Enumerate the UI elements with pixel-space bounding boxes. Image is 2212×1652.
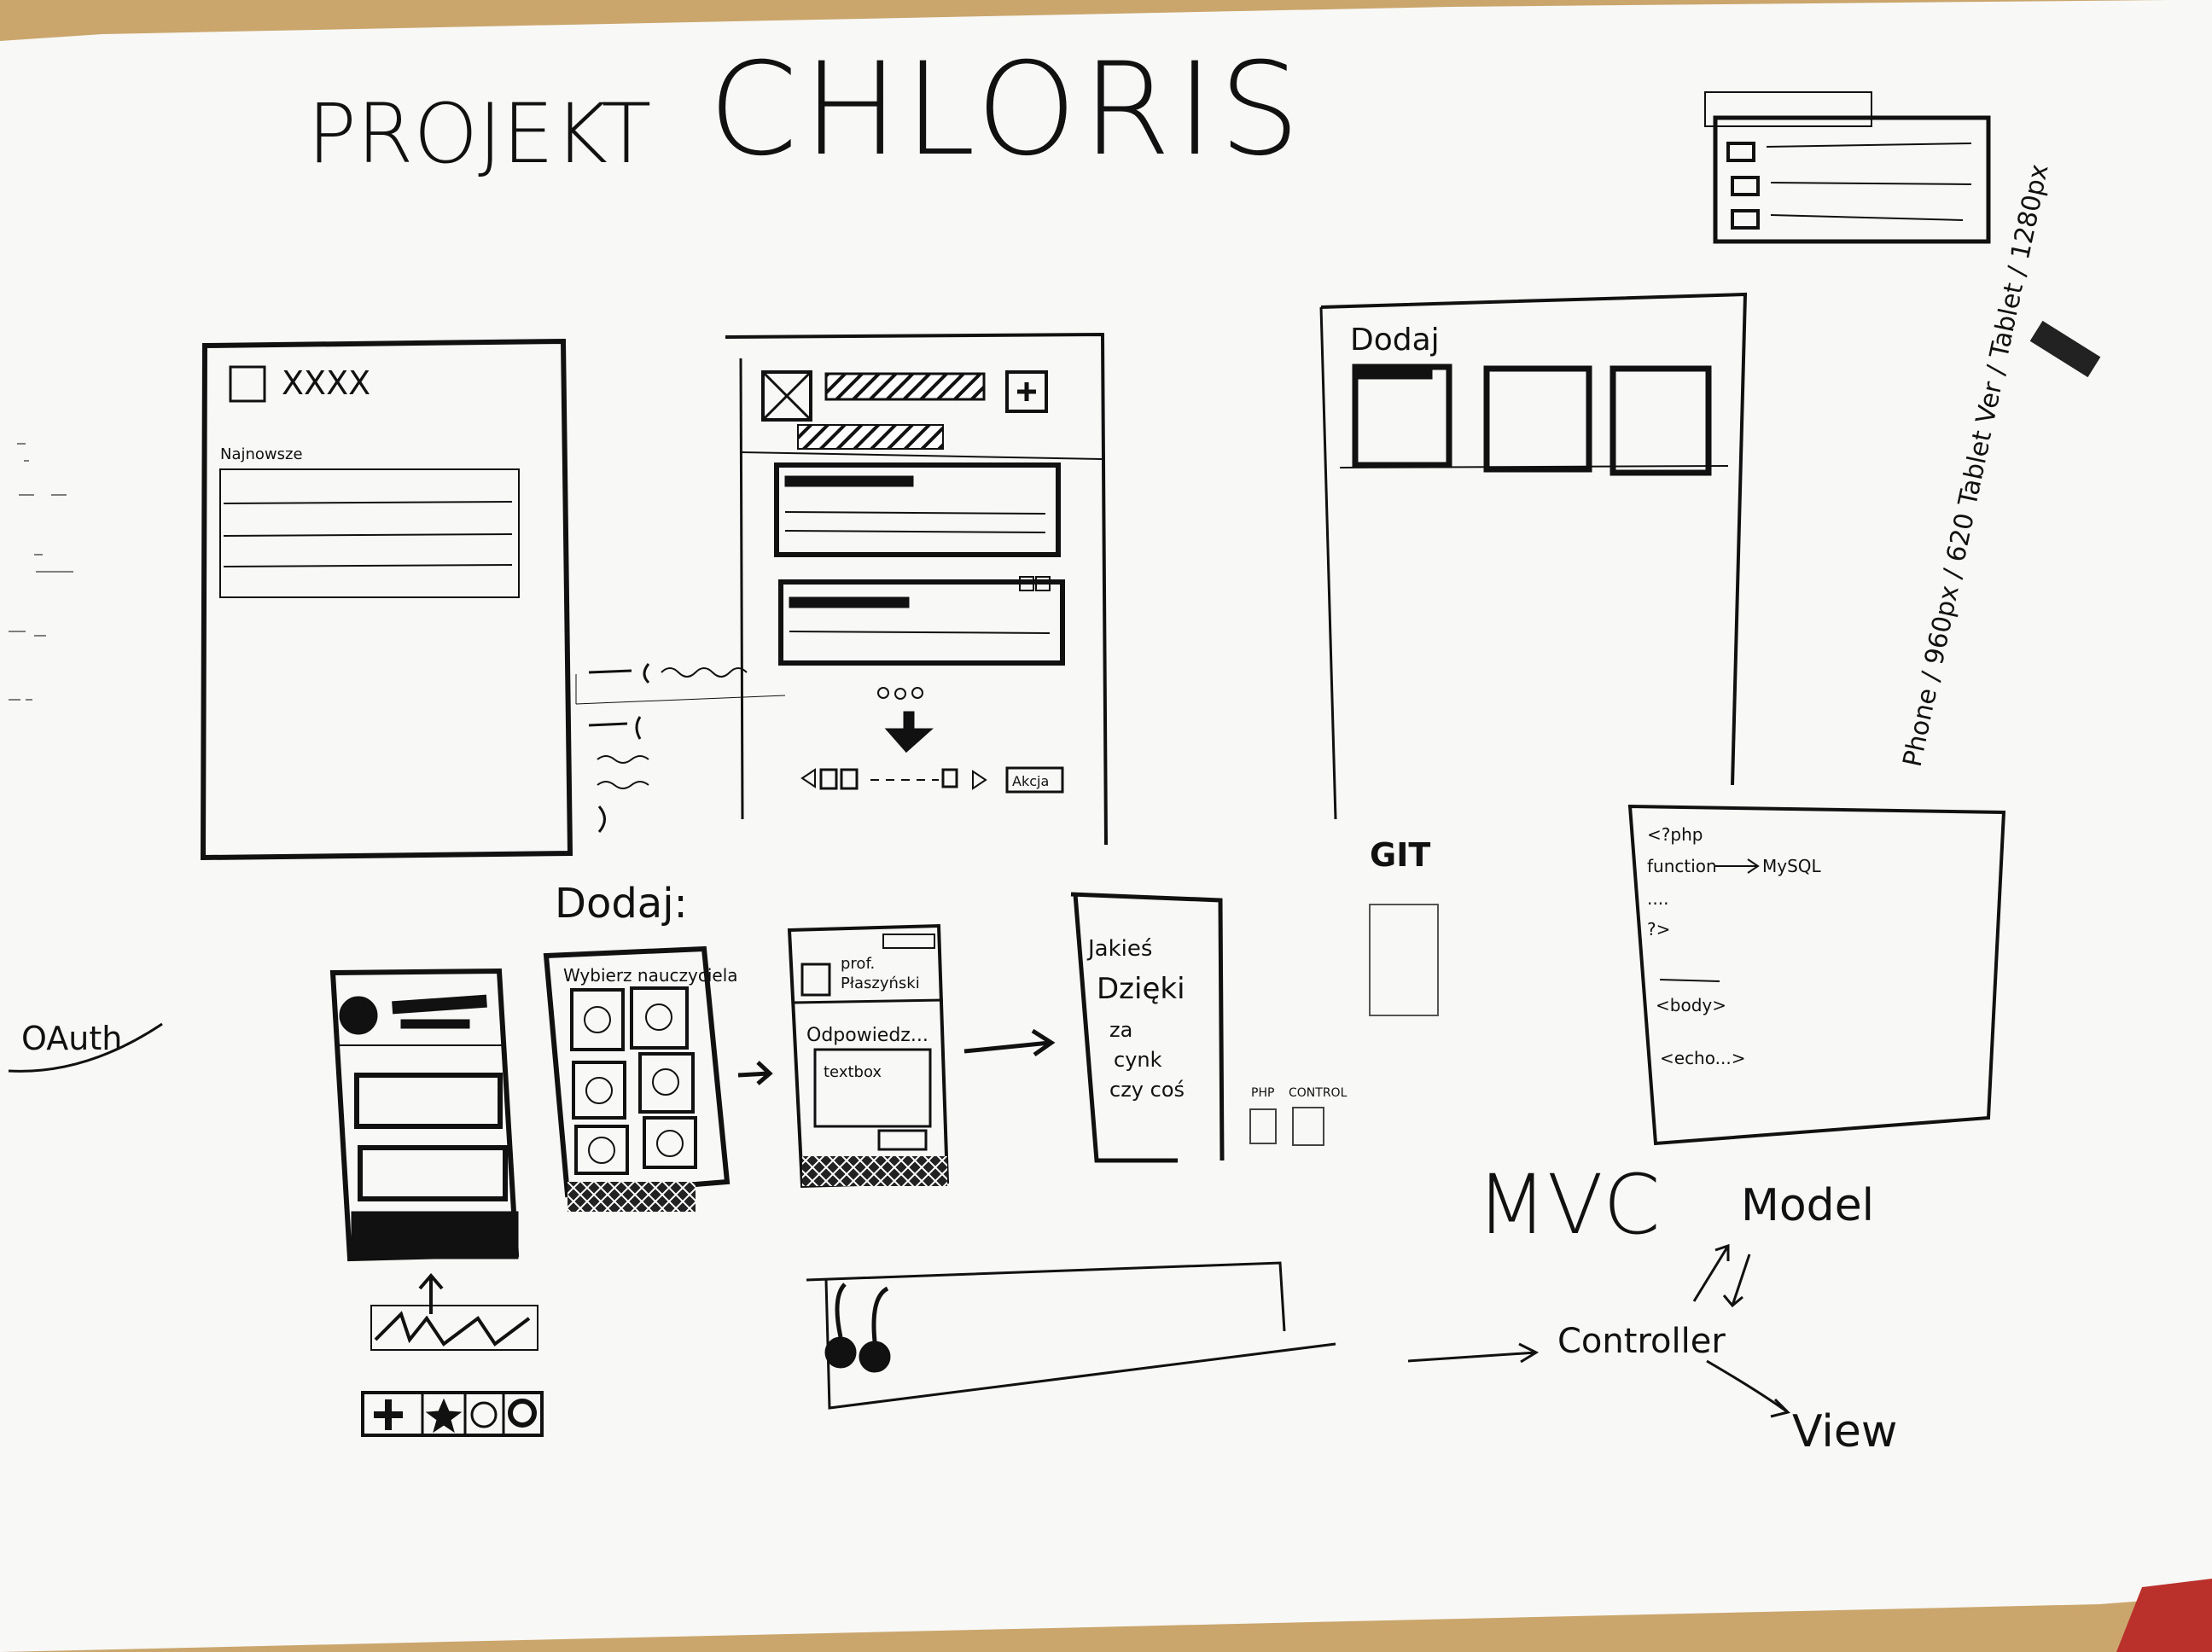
marker-cap xyxy=(2029,320,2101,378)
checklist-sketch xyxy=(1704,91,1991,244)
php-control-files: PHP CONTROL xyxy=(1249,1086,1348,1146)
mvc-view: View xyxy=(1792,1406,1897,1457)
checkbox-icon xyxy=(1731,209,1760,230)
title-word-chloris: CHLORIS xyxy=(708,36,1306,184)
svg-text:prof.: prof. xyxy=(841,955,875,973)
arrow-up-icon xyxy=(418,1272,444,1314)
svg-text:Wybierz nauczyciela: Wybierz nauczyciela xyxy=(563,965,738,986)
teacher-avatar xyxy=(630,986,689,1050)
svg-text:....: .... xyxy=(1647,888,1668,909)
wireframe1-list xyxy=(219,468,520,598)
teacher-avatar xyxy=(572,1061,626,1120)
page-title: PROJEKT CHLORIS xyxy=(307,36,1306,184)
add-button-sketch xyxy=(1005,370,1048,413)
cherry-icon xyxy=(859,1341,891,1373)
gear-icon xyxy=(508,1399,537,1428)
mobile-screen-select-teacher: Wybierz nauczyciela xyxy=(543,945,773,1212)
avatar xyxy=(339,996,378,1035)
avatar xyxy=(800,963,831,997)
svg-text:CONTROL: CONTROL xyxy=(1289,1086,1348,1100)
svg-text:function: function xyxy=(1647,856,1717,876)
svg-text:cynk: cynk xyxy=(1114,1048,1162,1072)
svg-text:Dzięki: Dzięki xyxy=(1097,972,1185,1006)
star-icon xyxy=(425,1398,463,1434)
svg-text:Dodaj: Dodaj xyxy=(1350,323,1440,358)
plus-icon xyxy=(374,1399,403,1430)
svg-text:?>: ?> xyxy=(1647,919,1670,939)
svg-text:za: za xyxy=(1109,1018,1132,1042)
svg-text:Jakieś: Jakieś xyxy=(1086,936,1152,962)
margin-scribbles xyxy=(9,443,73,701)
landscape-wireframe xyxy=(806,1261,1336,1410)
mobile-screen-question: prof. Płaszyński Odpowiedz... textbox xyxy=(787,923,1056,1189)
mobile-screen-thanks: Jakieś Dzięki za cynk czy coś xyxy=(1070,892,1225,1163)
cherry-icon xyxy=(824,1336,857,1369)
textbox-sketch xyxy=(813,1048,932,1128)
bottom-toolbar-sketch xyxy=(361,1391,544,1437)
wireframe1-section-label: Najnowsze xyxy=(220,445,303,463)
svg-text:<body>: <body> xyxy=(1656,995,1726,1015)
oauth-note: OAuth xyxy=(8,1020,163,1073)
wireframe-feed-screen: Akcja xyxy=(725,332,1108,846)
teacher-avatar xyxy=(638,1052,695,1114)
svg-text:PHP: PHP xyxy=(1251,1086,1274,1100)
svg-text:Odpowiedz...: Odpowiedz... xyxy=(806,1025,928,1046)
title-word-projekt: PROJEKT xyxy=(307,86,651,182)
mvc-heading: MVC xyxy=(1476,1157,1661,1253)
mvc-model: Model xyxy=(1741,1180,1874,1231)
wireframe1-header: XXXX xyxy=(282,364,370,402)
clock-icon xyxy=(470,1401,498,1428)
svg-text:OAuth: OAuth xyxy=(21,1020,122,1057)
checkbox-icon xyxy=(1726,142,1755,162)
grid-tile xyxy=(1483,365,1592,473)
svg-text:Płaszyński: Płaszyński xyxy=(841,974,920,992)
checkbox-icon xyxy=(1731,176,1760,196)
teacher-avatar xyxy=(574,1125,629,1175)
feed-card xyxy=(778,579,1065,666)
wireframe-grid-screen: Dodaj xyxy=(1319,292,1748,820)
svg-text:GIT: GIT xyxy=(1370,836,1430,874)
arrow-down-icon xyxy=(884,711,934,753)
svg-text:MySQL: MySQL xyxy=(1762,856,1822,876)
image-placeholder-icon xyxy=(761,370,812,422)
mvc-diagram: MVC Model Controller View xyxy=(1407,1157,1897,1457)
red-stripe xyxy=(2116,1579,2212,1652)
mobile-screen-home xyxy=(329,968,538,1351)
action-button-sketch xyxy=(1005,766,1064,794)
pagination: Akcja xyxy=(800,766,1064,794)
php-code-sketch: <?php function MySQL .... ?> <body> <ech… xyxy=(1627,804,2006,1146)
svg-text:<echo...>: <echo...> xyxy=(1660,1048,1745,1068)
wireframe-list-screen: XXXX Najnowsze xyxy=(200,338,573,861)
feed-card xyxy=(774,462,1061,557)
json-note-sketch xyxy=(575,663,786,833)
teacher-avatar xyxy=(643,1116,697,1169)
svg-text:<?php: <?php xyxy=(1647,824,1703,845)
checkbox-icon xyxy=(229,365,266,403)
svg-text:textbox: textbox xyxy=(824,1063,882,1081)
teacher-avatar xyxy=(570,988,625,1051)
svg-text:czy coś: czy coś xyxy=(1109,1078,1185,1102)
grid-tile xyxy=(1610,365,1712,476)
dodaj-heading: Dodaj: xyxy=(555,880,688,928)
git-note: GIT xyxy=(1369,836,1439,1016)
svg-text:Akcja: Akcja xyxy=(1012,773,1049,789)
mvc-controller: Controller xyxy=(1557,1322,1726,1361)
